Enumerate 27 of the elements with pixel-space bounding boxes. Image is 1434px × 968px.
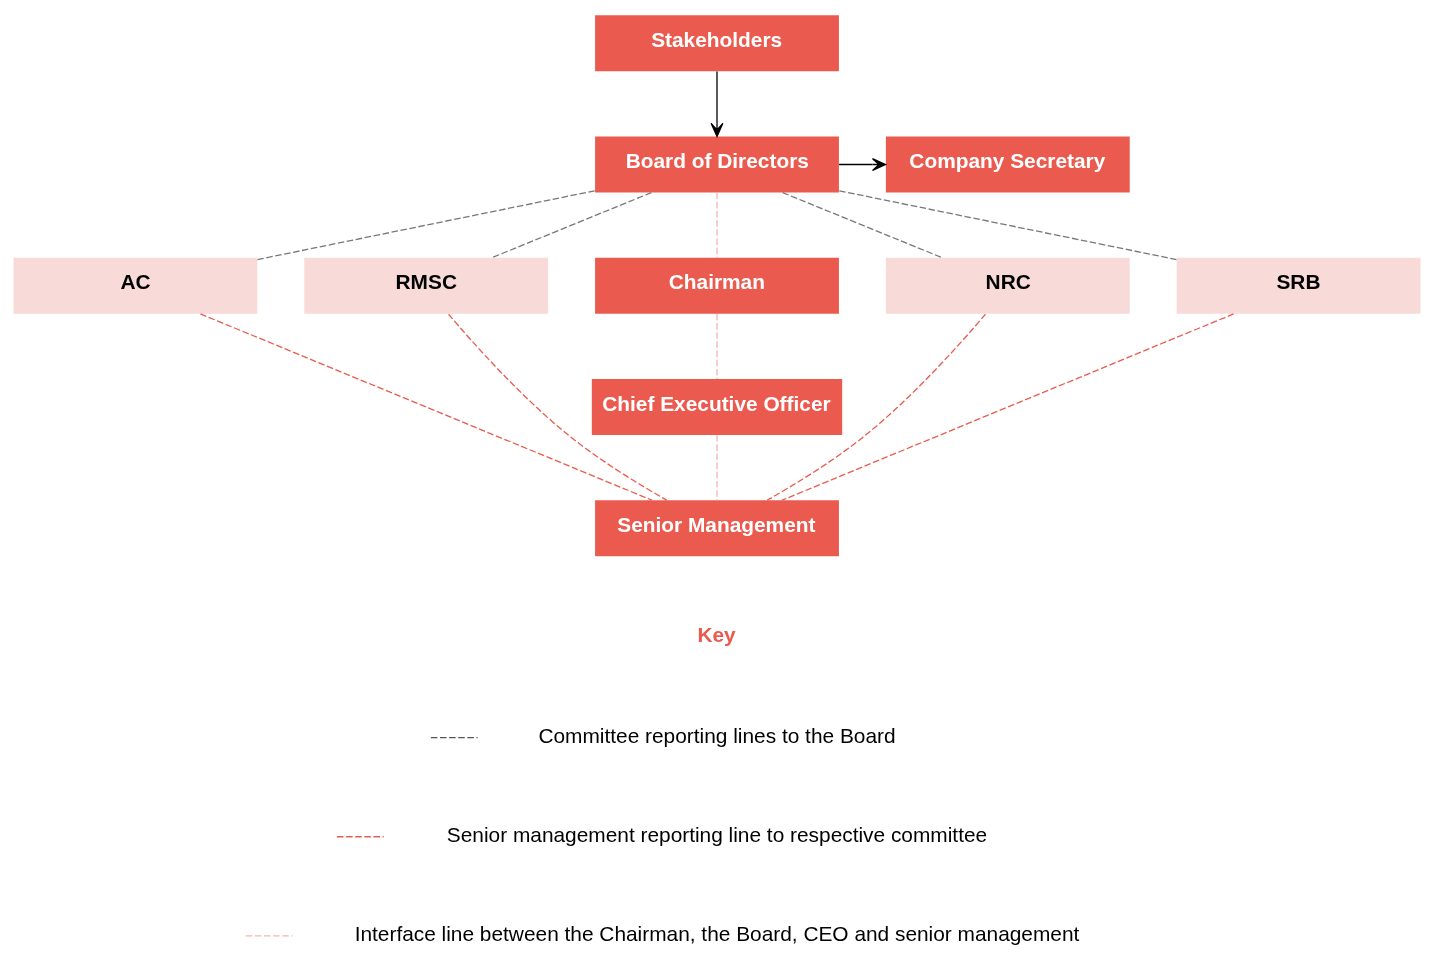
legend-label: Senior management reporting line to respective committee xyxy=(446,822,988,846)
arrow xyxy=(838,158,887,172)
connector xyxy=(716,313,718,380)
node-box: Chairman xyxy=(595,257,839,314)
legend-label: Interface line between the Chairman, the Board, CEO and senior management xyxy=(354,921,1080,945)
node-box: Board of Directors xyxy=(595,136,839,193)
node-box: NRC xyxy=(885,257,1130,314)
connector xyxy=(781,313,1235,501)
node-box: Chief Executive Officer xyxy=(591,379,843,436)
node-box: Company Secretary xyxy=(885,136,1130,193)
connector xyxy=(766,313,987,501)
connector xyxy=(447,313,668,501)
node-box: Senior Management xyxy=(595,500,839,557)
node-box: Stakeholders xyxy=(595,15,839,72)
connector xyxy=(256,190,596,261)
connector xyxy=(838,190,1178,261)
arrow xyxy=(710,70,724,138)
connector xyxy=(199,313,653,501)
label: Key xyxy=(697,623,736,647)
node-box: SRB xyxy=(1176,257,1421,314)
connector xyxy=(716,192,718,259)
node-box: RMSC xyxy=(304,257,549,314)
legend-label: Committee reporting lines to the Board xyxy=(538,723,896,747)
connector xyxy=(491,191,653,259)
connector xyxy=(716,434,718,501)
connector xyxy=(781,191,943,259)
node-box: AC xyxy=(13,257,258,314)
